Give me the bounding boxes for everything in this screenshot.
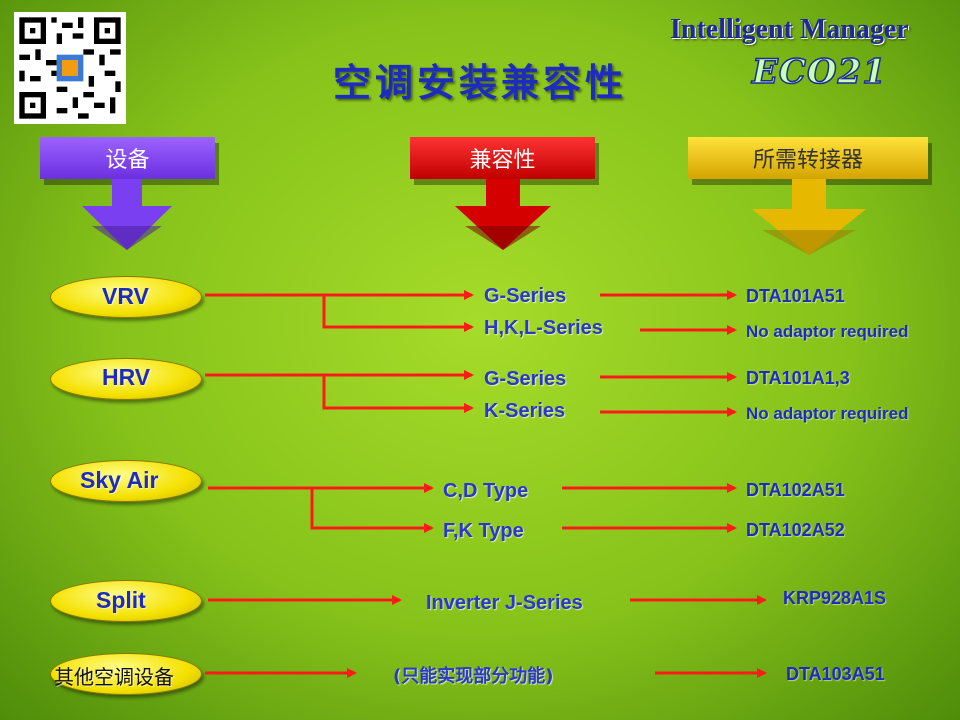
- series-label: K-Series: [484, 400, 566, 422]
- device-label-sky-air: Sky Air: [80, 467, 159, 493]
- series-label: Inverter J-Series: [426, 592, 583, 614]
- device-label-vrv: VRV: [102, 283, 149, 309]
- page-title: 空调安装兼容性: [332, 61, 627, 105]
- header-compatibility: 兼容性: [410, 137, 595, 179]
- series-label: G-Series: [484, 285, 567, 307]
- adaptor-label: DTA101A51: [746, 286, 845, 306]
- header-device: 设备: [40, 137, 215, 179]
- header-down-arrow-compatibility: [455, 179, 551, 250]
- eco21-logo-text: ECO21: [751, 51, 887, 93]
- device-label-others: 其他空调设备: [54, 665, 174, 689]
- brand-logo-text: Intelligent Manager: [670, 14, 909, 45]
- series-label: H,K,L-Series: [484, 317, 603, 339]
- device-label-split: Split: [96, 587, 146, 613]
- adaptor-label: DTA102A52: [746, 520, 845, 540]
- device-pill-vrv: [50, 276, 202, 318]
- adaptor-label: KRP928A1S: [783, 588, 887, 608]
- header-down-arrow-device: [82, 179, 172, 250]
- adaptor-label: DTA103A51: [786, 664, 885, 684]
- qr-code-image: [14, 12, 126, 124]
- device-pill-split: [50, 580, 202, 622]
- device-pill-hrv: [50, 358, 202, 400]
- series-label: G-Series: [484, 368, 567, 390]
- adaptor-label: DTA102A51: [746, 480, 845, 500]
- device-pill-sky-air: [50, 460, 202, 502]
- header-down-arrow-adaptor: [752, 179, 866, 255]
- series-label: (只能实现部分功能): [393, 666, 554, 687]
- series-label: C,D Type: [443, 480, 529, 502]
- adaptor-label: DTA101A1,3: [746, 368, 850, 388]
- adaptor-label: No adaptor required: [746, 322, 909, 341]
- adaptor-label: No adaptor required: [746, 404, 909, 423]
- header-adaptor: 所需转接器: [688, 137, 928, 179]
- device-label-hrv: HRV: [102, 364, 151, 390]
- series-label: F,K Type: [443, 520, 524, 542]
- device-pill-others: [50, 653, 202, 695]
